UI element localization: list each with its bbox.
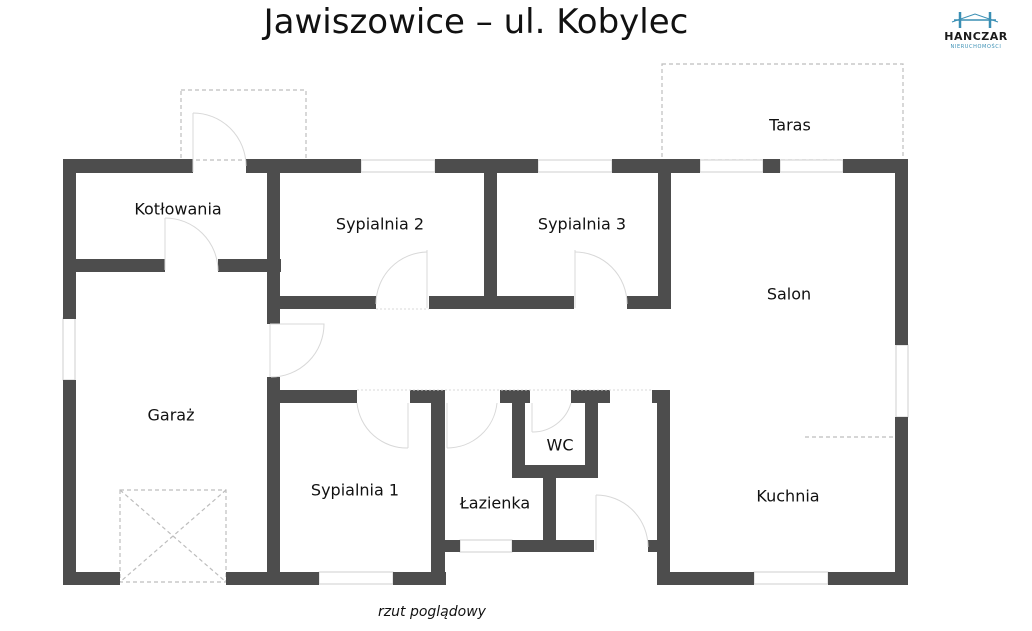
room-label-garaz: Garaż <box>147 405 195 425</box>
room-label-sypialnia-3: Sypialnia 3 <box>537 214 627 234</box>
plan-caption: rzut poglądowy <box>378 604 486 620</box>
room-label-sypialnia-1: Sypialnia 1 <box>310 480 400 500</box>
logo-subtitle: NIERUCHOMOŚCI <box>950 44 1002 50</box>
walls <box>63 159 908 585</box>
windows <box>62 159 909 585</box>
hanczar-logo: HANCZAR NIERUCHOMOŚCI <box>930 8 1022 54</box>
room-label-salon: Salon <box>766 284 812 304</box>
logo-brand: HANCZAR <box>944 30 1008 43</box>
house-roof-icon <box>951 12 999 28</box>
room-label-sypialnia-2: Sypialnia 2 <box>335 214 425 234</box>
room-label-wc: WC <box>546 435 574 455</box>
room-label-kotlowania: Kotłowania <box>134 199 222 219</box>
page-title: Jawiszowice – ul. Kobylec <box>263 2 689 42</box>
room-label-lazienka: Łazienka <box>459 493 531 513</box>
room-label-taras: Taras <box>769 115 811 135</box>
room-label-kuchnia: Kuchnia <box>756 486 820 506</box>
door-swings <box>164 112 652 550</box>
